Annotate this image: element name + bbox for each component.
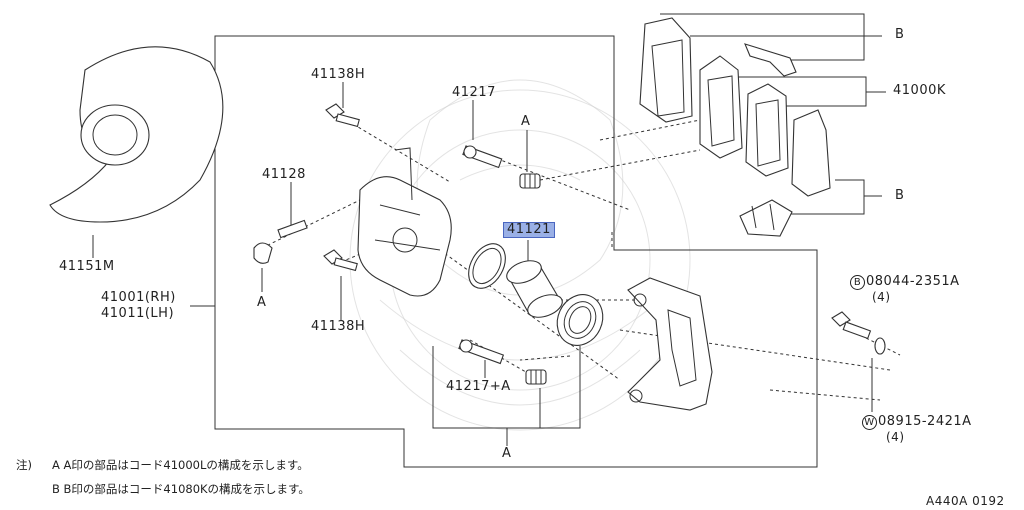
pad-bracket-b-mid xyxy=(790,179,865,215)
label-41217a: 41217+A xyxy=(446,379,511,394)
pad-bracket-b-top xyxy=(660,13,865,61)
note-prefix: 注) xyxy=(16,458,32,472)
assembly-bracket xyxy=(214,35,818,468)
washer-mark-icon: W xyxy=(862,415,877,430)
label-41151m: 41151M xyxy=(59,259,115,274)
boot-a-top xyxy=(519,173,541,189)
label-41011: 41011(LH) xyxy=(101,306,175,321)
label-bolt-qty: (4) xyxy=(872,290,891,304)
note-line-1: A A印の部品はコード41000Lの構成を示します。 xyxy=(52,458,309,472)
label-a-bottom: A xyxy=(502,446,512,461)
pin-41217 xyxy=(462,145,503,169)
diagram-id: A440A 0192 xyxy=(926,494,1005,508)
label-washer-qty: (4) xyxy=(886,430,905,444)
label-41217: 41217 xyxy=(452,85,496,100)
piston-41121 xyxy=(506,260,563,318)
caliper-body xyxy=(357,176,452,297)
mounting-bolt xyxy=(831,311,872,340)
pin-41217a xyxy=(458,339,505,365)
washer-code-text: 08915-2421A xyxy=(878,414,972,429)
bolt-41138h-bottom xyxy=(323,249,358,272)
note-line-2: B B印の部品はコード41080Kの構成を示します。 xyxy=(52,482,310,496)
piston-boot xyxy=(556,294,604,346)
pad-shim-top xyxy=(639,17,693,123)
label-41138h-top: 41138H xyxy=(311,67,366,82)
brake-pad-outer-shim xyxy=(745,83,789,177)
pad-clip-bottom xyxy=(739,199,793,237)
brake-pad-outer xyxy=(791,109,831,197)
label-a-top: A xyxy=(521,114,531,129)
label-b-mid: B xyxy=(895,188,905,203)
pad-clip-top xyxy=(744,43,797,77)
label-41001: 41001(RH) xyxy=(101,290,176,305)
bleeder-41128 xyxy=(253,219,308,264)
label-41128: 41128 xyxy=(262,167,306,182)
brake-pad-inner xyxy=(699,55,743,159)
label-41121-highlighted[interactable]: 41121 xyxy=(503,222,555,238)
mounting-washer xyxy=(874,337,886,355)
label-b-top: B xyxy=(895,27,905,42)
bolt-mark-icon: B xyxy=(850,275,865,290)
piston-seal xyxy=(468,243,506,289)
label-41138h-bottom: 41138H xyxy=(311,319,366,334)
boot-a-bottom xyxy=(525,369,547,385)
bolt-code-text: 08044-2351A xyxy=(866,274,960,289)
label-a-left: A xyxy=(257,295,267,310)
bolt-41138h-top xyxy=(325,103,360,128)
label-41000k: 41000K xyxy=(893,83,946,98)
torque-member xyxy=(627,277,713,411)
